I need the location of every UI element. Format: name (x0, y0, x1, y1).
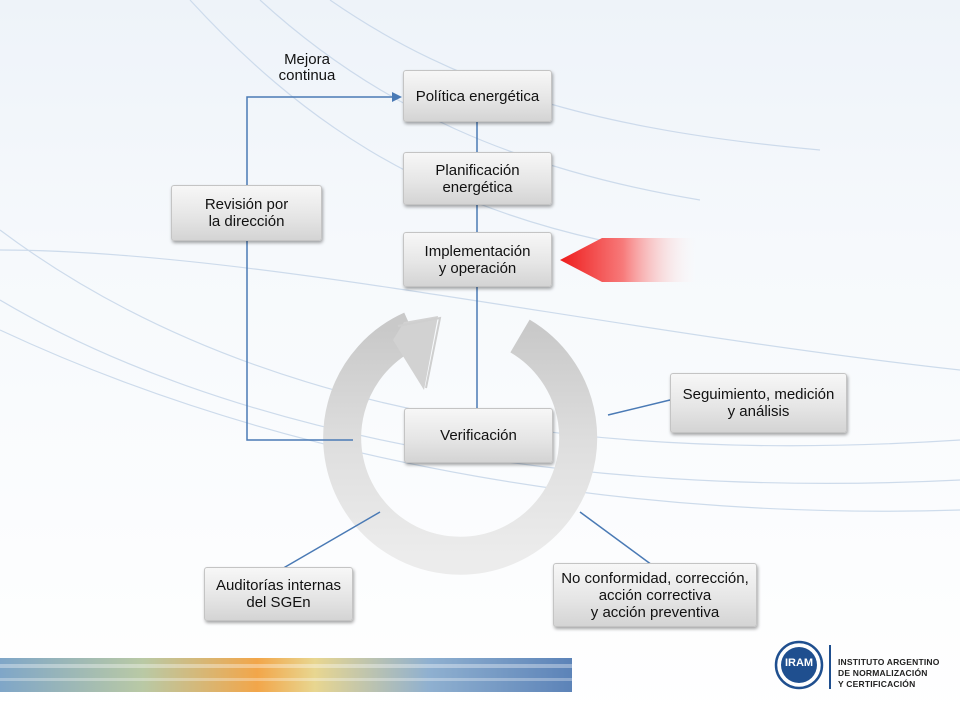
box-planificacion-energetica: Planificación energética (403, 152, 552, 205)
box-seguimiento-medicion: Seguimiento, medición y análisis (670, 373, 847, 433)
box-revision-direccion: Revisión por la dirección (171, 185, 322, 241)
iram-logo-mark (774, 640, 831, 690)
box-no-conformidad: No conformidad, corrección, acción corre… (553, 563, 757, 627)
box-verificacion: Verificación (404, 408, 553, 463)
institute-name: INSTITUTO ARGENTINO DE NORMALIZACIÓN Y C… (838, 657, 940, 689)
mejora-continua-label: Mejora continua (278, 51, 336, 84)
box-auditorias-internas: Auditorías internas del SGEn (204, 567, 353, 621)
mejora-arrowhead (392, 92, 402, 102)
highlight-arrow (560, 238, 700, 282)
box-implementacion-operacion: Implementación y operación (403, 232, 552, 287)
box-politica-energetica: Política energética (403, 70, 552, 122)
cycle-ring-arrow (323, 312, 598, 575)
iram-logo-label: IRAM (784, 657, 814, 669)
bottom-stripe (0, 658, 572, 692)
